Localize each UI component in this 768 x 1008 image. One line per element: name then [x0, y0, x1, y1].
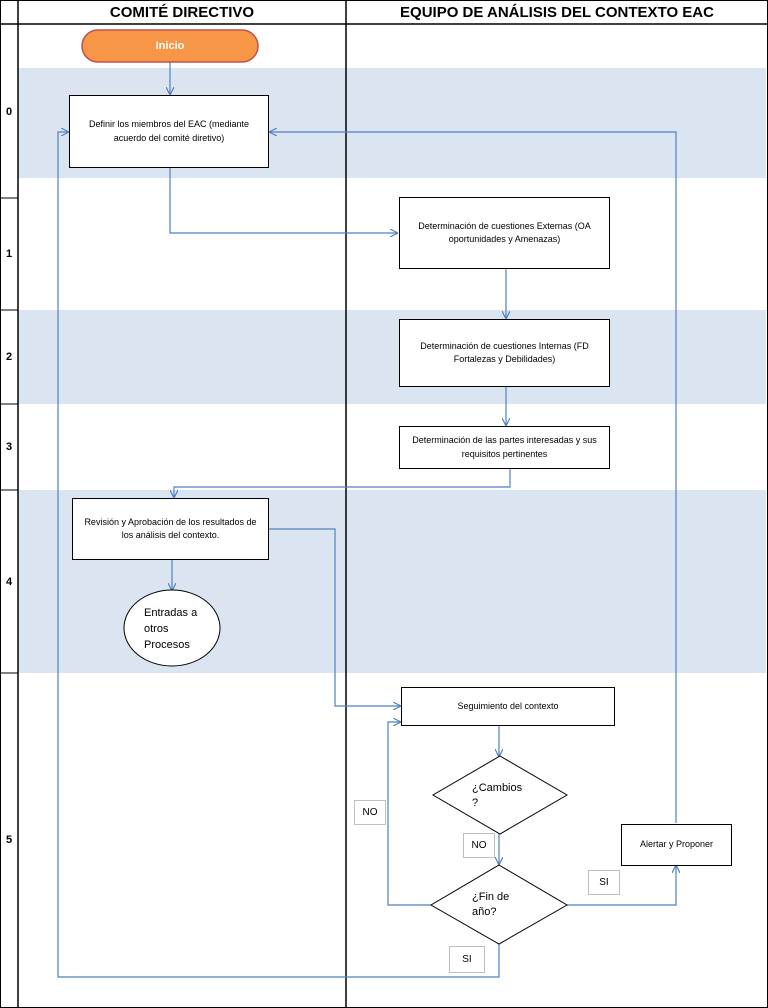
stakeholders-box: Determinación de las partes interesadas …	[399, 426, 610, 469]
review-approval-box: Revisión y Aprobación de los resultados …	[72, 498, 269, 560]
row-number-1: 1	[5, 248, 13, 260]
year-end-diamond-shape	[430, 864, 568, 945]
outputs-label: Entradas a otros Procesos	[144, 607, 198, 651]
row-number-2: 2	[5, 351, 13, 363]
changes-decision-label: ¿Cambios ?	[472, 782, 523, 809]
row-number-4: 4	[5, 576, 13, 588]
start-terminator: Inicio	[82, 30, 258, 62]
monitoring-box: Seguimiento del contexto	[401, 687, 615, 726]
row-number-5: 5	[5, 834, 13, 846]
alert-propose-box: Alertar y Proponer	[621, 824, 732, 866]
define-members-box: Definir los miembros del EAC (mediante a…	[69, 95, 269, 168]
no-label-loop: NO	[354, 800, 386, 825]
lane-title-eac: EQUIPO DE ANÁLISIS DEL CONTEXTO EAC	[400, 3, 714, 21]
row-band-2	[18, 310, 766, 404]
start-label: Inicio	[155, 40, 185, 52]
external-issues-box: Determinación de cuestiones Externas (OA…	[399, 197, 610, 269]
year-end-decision-label: ¿Fin de año?	[472, 891, 510, 918]
row-number-3: 3	[5, 441, 13, 453]
changes-diamond-shape	[432, 755, 568, 835]
internal-issues-box: Determinación de cuestiones Internas (FD…	[399, 319, 610, 387]
si-label-alert: SI	[588, 870, 620, 895]
start-terminator-shape	[81, 29, 259, 63]
no-label-changes: NO	[463, 833, 495, 858]
si-label-bottom: SI	[449, 946, 485, 973]
row-number-0: 0	[5, 106, 13, 118]
outputs-circle-shape	[123, 589, 221, 667]
lane-title-comite: COMITÉ DIRECTIVO	[109, 3, 255, 21]
